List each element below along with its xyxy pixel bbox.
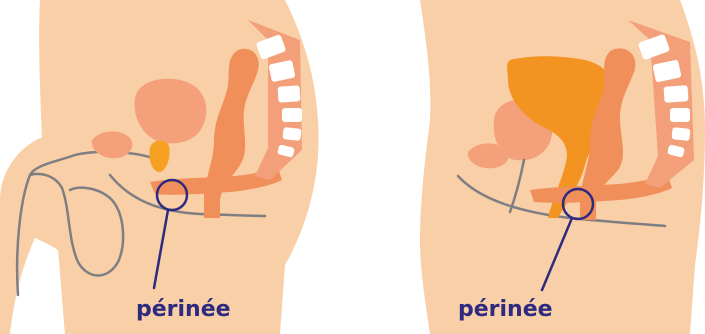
male-pelvis-diagram: périnée [0, 0, 319, 334]
male-perineum-label: périnée [136, 297, 231, 322]
female-pelvis-diagram: périnée [420, 0, 705, 334]
female-perineum-label: périnée [458, 297, 553, 322]
